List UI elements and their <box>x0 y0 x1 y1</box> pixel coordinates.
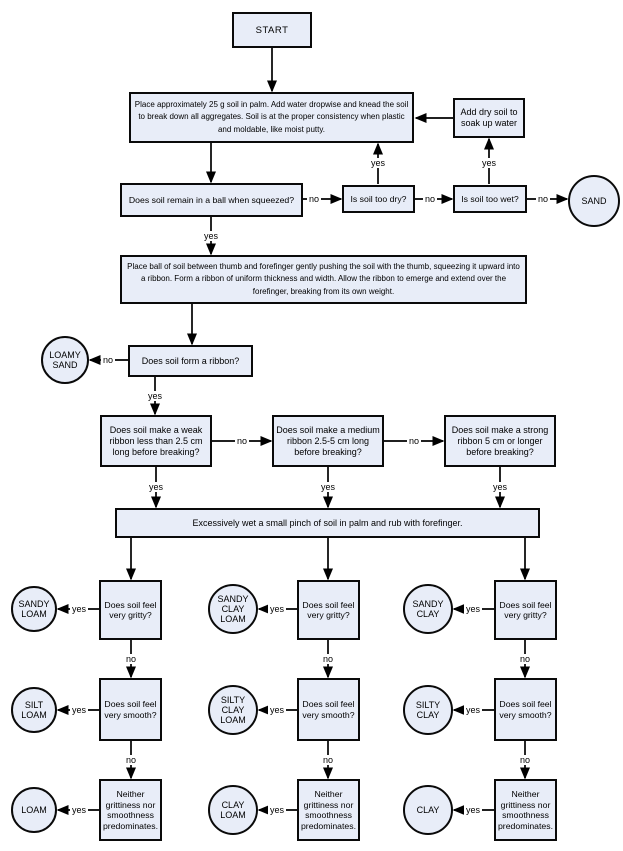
edge-label-no: no <box>517 654 533 664</box>
decision-forms-ribbon: Does soil form a ribbon? <box>128 345 253 377</box>
decision-neither-col3: Neither grittiness nor smoothness predom… <box>494 779 557 841</box>
decision-smooth-col1: Does soil feel very smooth? <box>99 678 162 741</box>
decision-strong-ribbon: Does soil make a strong ribbon 5 cm or l… <box>444 415 556 467</box>
edge-label-yes: yes <box>463 805 483 815</box>
terminal-loamy-sand: LOAMY SAND <box>41 336 89 384</box>
edge-label-no: no <box>406 436 422 446</box>
decision-ball-when-squeezed: Does soil remain in a ball when squeezed… <box>120 183 303 217</box>
decision-smooth-col2: Does soil feel very smooth? <box>297 678 360 741</box>
edge-label-yes: yes <box>463 604 483 614</box>
edge-label-no: no <box>306 194 322 204</box>
edge-label-yes: yes <box>490 482 510 492</box>
edge-label-yes: yes <box>69 705 89 715</box>
terminal-sand: SAND <box>568 175 620 227</box>
edge-label-no: no <box>517 755 533 765</box>
decision-neither-col1: Neither grittiness nor smoothness predom… <box>99 779 162 841</box>
edge-label-yes: yes <box>69 805 89 815</box>
terminal-sandy-loam: SANDY LOAM <box>11 586 57 632</box>
decision-weak-ribbon: Does soil make a weak ribbon less than 2… <box>100 415 212 467</box>
terminal-silty-clay-loam: SILTY CLAY LOAM <box>208 685 258 735</box>
edge-label-no: no <box>422 194 438 204</box>
decision-gritty-col2: Does soil feel very gritty? <box>297 580 360 640</box>
decision-medium-ribbon: Does soil make a medium ribbon 2.5-5 cm … <box>272 415 384 467</box>
edge-label-yes: yes <box>201 231 221 241</box>
terminal-clay-loam: CLAY LOAM <box>208 785 258 835</box>
edge-label-yes: yes <box>479 158 499 168</box>
terminal-silt-loam: SILT LOAM <box>11 687 57 733</box>
decision-smooth-col3: Does soil feel very smooth? <box>494 678 557 741</box>
process-prepare-soil: Place approximately 25 g soil in palm. A… <box>129 92 414 143</box>
decision-too-wet: Is soil too wet? <box>453 185 527 213</box>
edge-label-yes: yes <box>267 805 287 815</box>
terminal-silty-clay: SILTY CLAY <box>403 685 453 735</box>
edge-label-no: no <box>234 436 250 446</box>
edge-label-no: no <box>123 654 139 664</box>
edge-label-yes: yes <box>145 391 165 401</box>
terminal-clay: CLAY <box>403 785 453 835</box>
edge-label-yes: yes <box>69 604 89 614</box>
edge-label-yes: yes <box>318 482 338 492</box>
process-wet-pinch: Excessively wet a small pinch of soil in… <box>115 508 540 538</box>
decision-neither-col2: Neither grittiness nor smoothness predom… <box>297 779 360 841</box>
process-add-dry-soil: Add dry soil to soak up water <box>453 98 525 138</box>
edge-label-no: no <box>320 654 336 664</box>
edge-label-yes: yes <box>267 705 287 715</box>
edge-label-yes: yes <box>146 482 166 492</box>
process-form-ribbon: Place ball of soil between thumb and for… <box>120 255 527 304</box>
terminal-sandy-clay-loam: SANDY CLAY LOAM <box>208 584 258 634</box>
terminal-loam: LOAM <box>11 787 57 833</box>
terminal-sandy-clay: SANDY CLAY <box>403 584 453 634</box>
edge-label-no: no <box>123 755 139 765</box>
edge-label-no: no <box>100 355 116 365</box>
edge-label-yes: yes <box>267 604 287 614</box>
decision-gritty-col1: Does soil feel very gritty? <box>99 580 162 640</box>
start-node: START <box>232 12 312 48</box>
edge-label-no: no <box>535 194 551 204</box>
edge-label-yes: yes <box>368 158 388 168</box>
decision-gritty-col3: Does soil feel very gritty? <box>494 580 557 640</box>
edge-label-no: no <box>320 755 336 765</box>
decision-too-dry: Is soil too dry? <box>342 185 415 213</box>
edge-label-yes: yes <box>463 705 483 715</box>
